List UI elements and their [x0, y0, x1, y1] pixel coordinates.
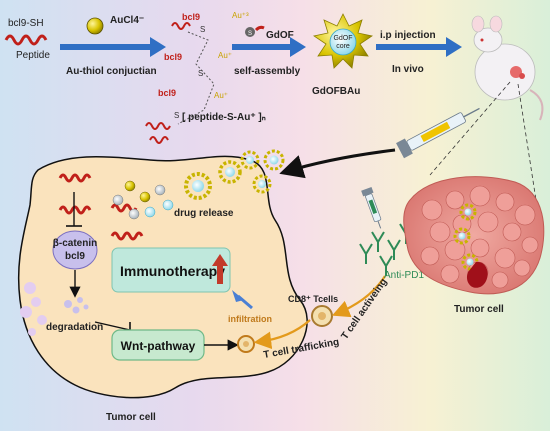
gdofbau-label: GdOFBAu	[312, 86, 360, 97]
svg-text:S: S	[198, 69, 203, 78]
arrow-self-assembly	[232, 37, 306, 57]
au1-label-1: Au⁺	[218, 51, 232, 60]
svg-text:S: S	[174, 111, 179, 120]
gdof-core-label-2: core	[336, 43, 350, 50]
immunotherapy-box	[111, 247, 231, 293]
up-arrow-icon	[212, 254, 228, 284]
aucl4-particle-icon	[86, 17, 104, 35]
wnt-pathway-label: Wnt-pathway	[121, 339, 196, 353]
syringe-icon	[396, 107, 480, 159]
immunotherapy-label: Immunotherapy	[120, 263, 225, 279]
bcl9-peptides	[58, 173, 144, 241]
peptide-label: Peptide	[16, 50, 50, 61]
released-particles	[112, 180, 174, 220]
gdof-label: GdOF	[266, 30, 294, 41]
bcl9-complex-label: bcl9	[65, 251, 85, 262]
gdofbau-nanoparticle-icon: GdOF core	[312, 13, 374, 69]
bcl9-label-3: bcl9	[158, 88, 176, 98]
aucl4-label: AuCl4⁻	[110, 15, 144, 26]
bcl9-label-2: bcl9	[164, 52, 182, 62]
tumor-cell-bottom-label: Tumor cell	[106, 412, 156, 423]
infiltration-label: infiltration	[228, 314, 272, 324]
arrow-au-thiol	[60, 37, 166, 57]
tumor-cell-right-label: Tumor cell	[454, 304, 504, 315]
anti-pd1-label: Anti-PD1	[384, 270, 424, 281]
degradation-label: degradation	[46, 322, 103, 333]
gdof-s-icon	[245, 27, 255, 37]
polymer-label: [ peptide-S-Au⁺ ]ₙ	[182, 112, 266, 123]
bcl9-sh-label: bcl9-SH	[8, 18, 44, 29]
ip-injection-label: i.p injection	[380, 30, 436, 41]
tumor-tissue	[403, 176, 545, 295]
au1-label-2: Au⁺	[214, 91, 228, 100]
arrow-to-cell	[279, 148, 396, 179]
arrow-injection	[376, 37, 462, 57]
inhibit-line-wnt	[94, 321, 131, 331]
purple-bubbles	[20, 282, 47, 336]
mouse-icon	[471, 15, 544, 121]
zoom-line-right	[517, 83, 537, 201]
in-vivo-label: In vivo	[392, 64, 424, 75]
peptide-au-chain: bcl9 S Au⁺³ bcl9 Au⁺ S bcl9 Au⁺ S	[145, 11, 249, 144]
arrow-t-cell-activating	[331, 275, 386, 318]
entering-nanoparticles	[184, 149, 285, 200]
gdof-core-label-1: GdOF	[333, 35, 352, 42]
small-syringe-icon	[361, 187, 382, 229]
svg-text:S: S	[248, 31, 252, 37]
drug-release-label: drug release	[174, 208, 234, 219]
beta-catenin-complex-icon	[52, 230, 98, 270]
svg-text:S: S	[200, 25, 205, 34]
self-assembly-label: self-assembly	[234, 66, 301, 77]
beta-catenin-label: β-catenin	[53, 238, 97, 249]
arrow-t-cell-trafficking	[253, 319, 311, 350]
bcl9-label-1: bcl9	[182, 12, 200, 22]
au3-label: Au⁺³	[232, 11, 249, 20]
au-thiol-label: Au-thiol conjuctian	[66, 66, 157, 77]
degradation-fragments	[64, 297, 89, 314]
cd8-label: CD8⁺ Tcells	[288, 294, 338, 304]
peptide-helix-icon	[4, 34, 48, 46]
